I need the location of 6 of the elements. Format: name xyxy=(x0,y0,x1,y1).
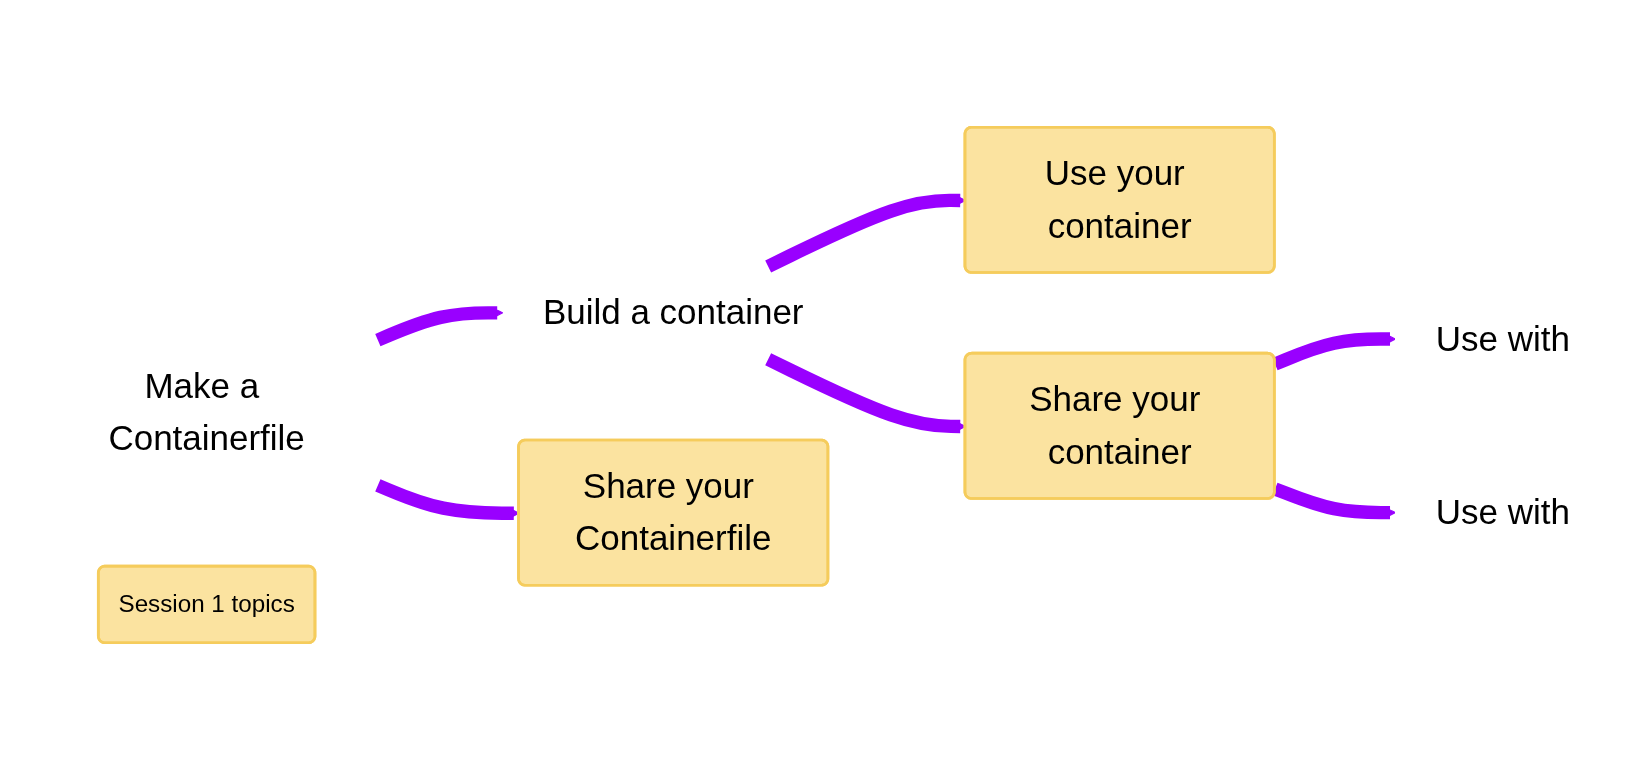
arrow xyxy=(375,306,504,347)
node-text: Use with xyxy=(1435,491,1570,533)
node-text: Make a Containerfile xyxy=(108,365,305,459)
arrow xyxy=(1272,482,1396,520)
node-text: Use with xyxy=(1435,318,1570,359)
node-text: Build a container xyxy=(542,292,804,333)
